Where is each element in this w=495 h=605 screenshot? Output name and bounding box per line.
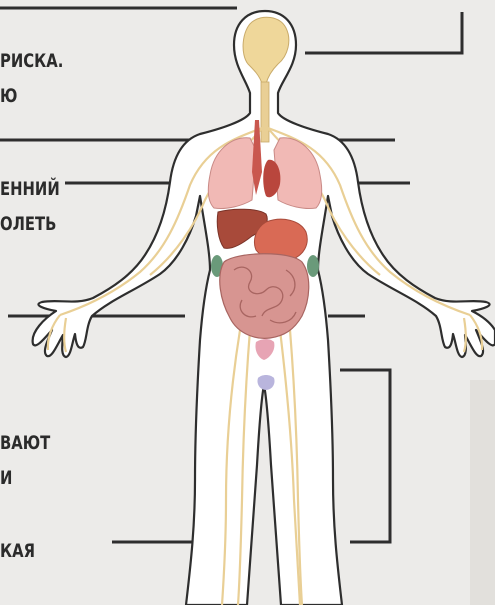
label-yu: Ю (0, 84, 17, 108)
label-olet: ОЛЕТЬ (0, 212, 56, 236)
label-kaya: КАЯ (0, 539, 35, 563)
label-i: И (0, 466, 12, 490)
label-vayut: ВАЮТ (0, 431, 50, 455)
leader-line-bracket (340, 370, 390, 542)
label-riska: РИСКА. (0, 49, 63, 73)
paper-shadow (470, 380, 495, 605)
label-enniy: ЕННИЙ (0, 177, 60, 201)
right-kidney (307, 255, 319, 277)
spinal-cord (261, 82, 269, 142)
leader-line-brain (305, 12, 462, 53)
